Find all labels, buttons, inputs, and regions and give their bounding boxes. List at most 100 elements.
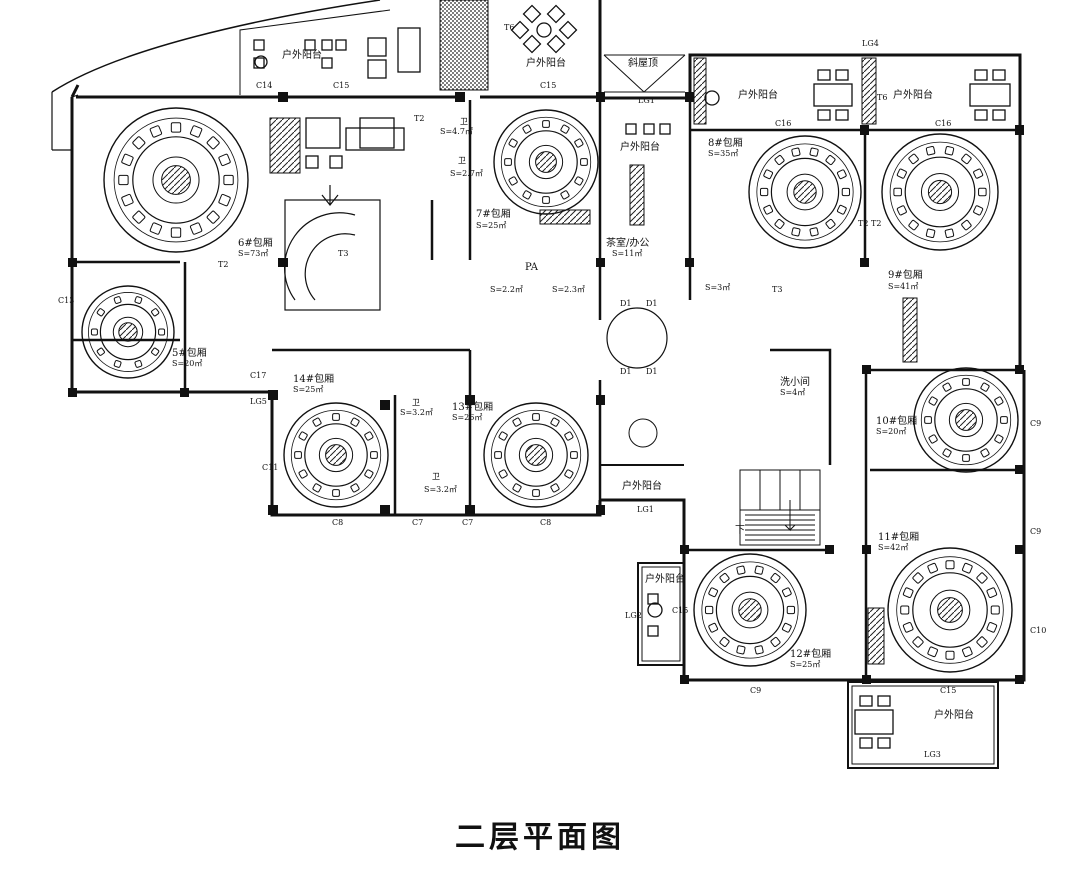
chair	[786, 605, 796, 615]
chair	[189, 222, 203, 235]
balcony-label: 户外阳台	[893, 88, 933, 101]
window-tag: C17	[250, 371, 266, 380]
furniture-piece	[813, 83, 853, 107]
chair	[132, 136, 146, 150]
chair	[708, 587, 719, 598]
chair	[836, 169, 847, 180]
chair	[825, 218, 836, 229]
chair	[704, 605, 714, 615]
chair	[896, 168, 907, 179]
slope-roof	[603, 54, 686, 93]
lobby-round-feature	[606, 307, 668, 369]
room-area: S=20㎡	[172, 359, 202, 368]
window-tag: C15	[540, 81, 556, 90]
furniture-piece	[817, 109, 831, 121]
balcony-furniture	[253, 4, 1011, 749]
chair	[574, 138, 584, 148]
window-tag: C14	[256, 81, 272, 90]
round-dining-table	[103, 107, 249, 253]
equipment-tag: T6	[877, 93, 887, 102]
chair	[912, 572, 924, 584]
chair	[962, 646, 973, 658]
furniture-piece	[647, 593, 659, 605]
furniture-piece	[859, 695, 873, 707]
equipment-tag: T2	[414, 114, 424, 123]
window-tag: C16	[935, 119, 951, 128]
room-name: 10#包厢	[876, 414, 917, 427]
chair	[973, 205, 984, 216]
chair	[218, 153, 231, 167]
furniture-piece	[835, 109, 849, 121]
round-dining-table	[81, 285, 175, 379]
toilet-area: S=2.3㎡	[552, 285, 585, 294]
chair	[570, 451, 578, 459]
hatched-wall-5	[902, 297, 918, 363]
hatched-bench	[539, 209, 591, 225]
chair	[927, 562, 938, 574]
chair	[508, 176, 518, 186]
furniture-piece	[859, 737, 873, 749]
chair	[781, 587, 792, 598]
chair	[719, 636, 730, 647]
chair	[928, 396, 938, 406]
stool	[510, 20, 530, 40]
chair	[218, 193, 231, 207]
chair	[763, 169, 774, 180]
chair	[945, 560, 955, 570]
landscape-patch	[439, 0, 489, 91]
chair	[118, 174, 129, 186]
chair	[736, 645, 746, 655]
chair	[942, 382, 952, 392]
hatched-wall-4	[629, 164, 645, 226]
chair	[976, 636, 988, 648]
chair	[770, 573, 781, 584]
chair	[791, 147, 801, 157]
room-area: S=42㎡	[878, 543, 908, 552]
chair	[902, 587, 914, 598]
chair	[770, 636, 781, 647]
stool	[546, 34, 566, 54]
chair	[149, 125, 163, 138]
chair	[976, 572, 988, 584]
washroom-area: S=4㎡	[780, 388, 805, 397]
chair	[928, 434, 938, 444]
chair	[512, 483, 522, 493]
window-tag: C7	[412, 518, 423, 527]
room-name: 13#包厢	[452, 400, 493, 413]
window-tag: C13	[58, 296, 74, 305]
toilet-name: 卫	[460, 117, 468, 126]
chair	[944, 146, 955, 156]
chair	[121, 153, 134, 167]
round-dining-table	[283, 402, 389, 508]
spiral-staircase	[283, 185, 381, 311]
stair-down-mark: 下	[735, 525, 745, 536]
balcony-label: 户外阳台	[620, 140, 660, 153]
furniture-piece	[329, 155, 343, 169]
chair	[893, 187, 902, 197]
chair	[908, 219, 919, 231]
room-area: S=73㎡	[238, 249, 268, 258]
chair	[121, 193, 134, 207]
lobby-small-table	[628, 418, 658, 448]
curved-roof-edge	[51, 0, 381, 93]
chair	[990, 605, 1000, 615]
equipment-tag: D1	[646, 367, 658, 376]
stool	[254, 55, 268, 69]
chair	[550, 417, 560, 427]
chair	[298, 431, 308, 441]
furniture-piece	[253, 39, 265, 51]
chair	[759, 187, 769, 197]
equipment-tag: T2	[871, 219, 881, 228]
furniture-piece	[321, 57, 333, 69]
window-tag: C8	[540, 518, 551, 527]
chair	[925, 146, 936, 156]
equipment-tag: T3	[338, 249, 348, 258]
room-name: 5#包厢	[172, 346, 207, 359]
chair	[809, 147, 819, 157]
chair	[994, 434, 1004, 444]
furniture-piece	[321, 39, 333, 51]
slope-roof-label: 斜屋顶	[628, 56, 658, 69]
toilet-area: S=2.2㎡	[490, 285, 523, 294]
round-dining-table	[748, 135, 862, 249]
stool	[522, 4, 542, 24]
